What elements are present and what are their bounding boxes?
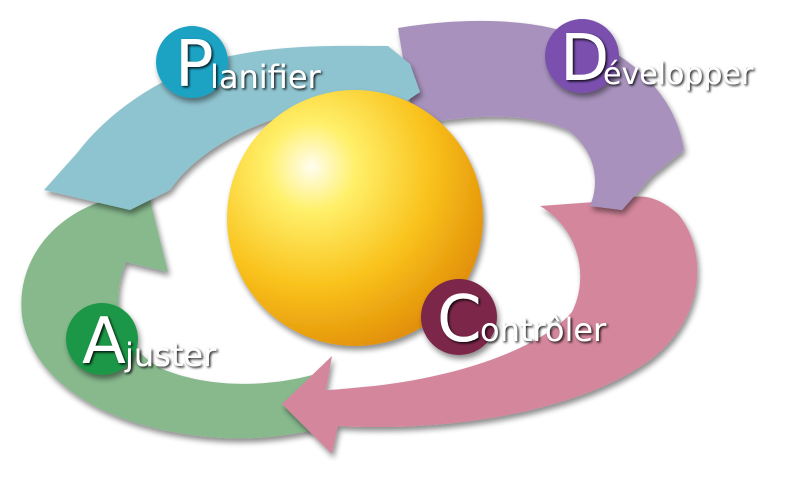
ajuster-badge <box>66 303 138 375</box>
controler-badge <box>421 279 497 355</box>
controler-rest: ontrôler <box>480 311 607 349</box>
controler-arrow <box>282 196 698 454</box>
planifier-badge <box>156 26 228 98</box>
center-sphere <box>227 90 483 346</box>
planifier-arrow <box>44 45 420 210</box>
ajuster-arrow <box>21 192 336 439</box>
controler-initial: C <box>437 283 482 357</box>
planifier-rest: lanifier <box>210 58 322 96</box>
developper-initial: D <box>560 22 609 96</box>
developper-rest: évelopper <box>603 57 754 92</box>
planifier-initial: P <box>175 28 214 102</box>
ajuster-initial: A <box>82 305 126 379</box>
developper-badge <box>545 19 619 93</box>
ajuster-rest: juster <box>124 336 217 374</box>
